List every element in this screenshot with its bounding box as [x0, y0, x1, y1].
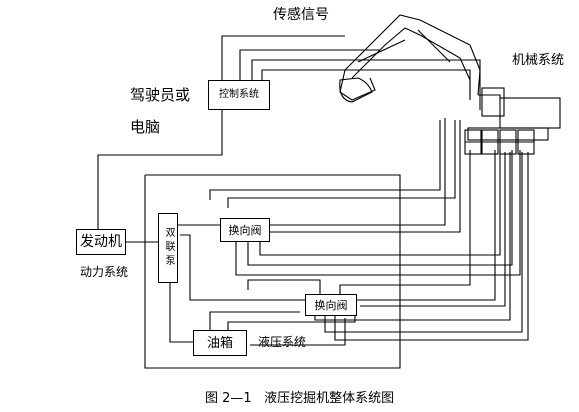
excavator-boom-inner — [351, 27, 471, 98]
arm-cylinder — [417, 29, 451, 63]
engine-label: 发动机 — [80, 234, 122, 250]
tank-return-2 — [227, 310, 356, 335]
excavator-body — [499, 97, 561, 129]
excavator-cab — [481, 87, 505, 117]
computer-label: 电脑 — [130, 118, 161, 136]
valve1-line-f — [209, 120, 441, 200]
control-system-label: 控制系统 — [219, 89, 259, 100]
control-to-engine-line — [97, 108, 223, 230]
oil-tank-box: 油箱 — [193, 330, 247, 356]
hydraulic-system-label: 液压系统 — [258, 335, 307, 349]
valve1-line-e — [235, 150, 521, 276]
mechanical-system-label: 机械系统 — [512, 53, 565, 68]
signal-line-2 — [239, 49, 380, 82]
valve2-line-a — [355, 150, 496, 301]
directional-valve-2-box: 换向阀 — [305, 294, 357, 316]
valve2-line-g — [339, 150, 471, 294]
dual-pump-label: 双联泵 — [163, 227, 174, 269]
hydraulic-frame-2 — [144, 174, 401, 369]
excavator-body-top — [478, 94, 501, 100]
valve2-line-b — [360, 152, 506, 307]
sensor-signal-label: 传感信号 — [273, 7, 329, 23]
excavator-bucket — [339, 77, 373, 103]
tank-return-1 — [209, 311, 300, 330]
excavator-track — [467, 127, 549, 141]
oil-tank-label: 油箱 — [206, 335, 233, 351]
figure-caption: 图 2—1 液压挖掘机整体系统图 — [205, 391, 395, 406]
control-system-box: 控制系统 — [208, 80, 270, 110]
operator-label: 驾驶员或 — [130, 86, 191, 104]
power-system-label: 动力系统 — [80, 265, 129, 279]
excavator-arm — [339, 69, 376, 101]
directional-valve-1-label: 换向阀 — [228, 223, 262, 237]
pump-to-tank-line — [169, 282, 195, 343]
valve1-line-c — [259, 150, 501, 256]
valve1-line-d — [247, 150, 513, 266]
signal-line-3 — [251, 59, 481, 110]
engine-box: 发动机 — [76, 229, 126, 255]
valve2-line-e — [334, 152, 529, 341]
valve2-line-f — [247, 279, 321, 294]
directional-valve-1-box: 换向阀 — [220, 218, 270, 242]
directional-valve-2-label: 换向阀 — [314, 298, 348, 312]
tank-return-3 — [250, 318, 346, 346]
dual-pump-box: 双联泵 — [158, 213, 178, 283]
pump-to-valve2-line — [180, 234, 308, 301]
valve1-line-b — [268, 120, 461, 233]
valve1-line-g — [227, 120, 456, 208]
valve1-line-a — [268, 118, 446, 226]
excavator-boom — [344, 14, 481, 96]
valve2-line-d — [324, 152, 523, 333]
boom-cylinder — [357, 39, 406, 63]
